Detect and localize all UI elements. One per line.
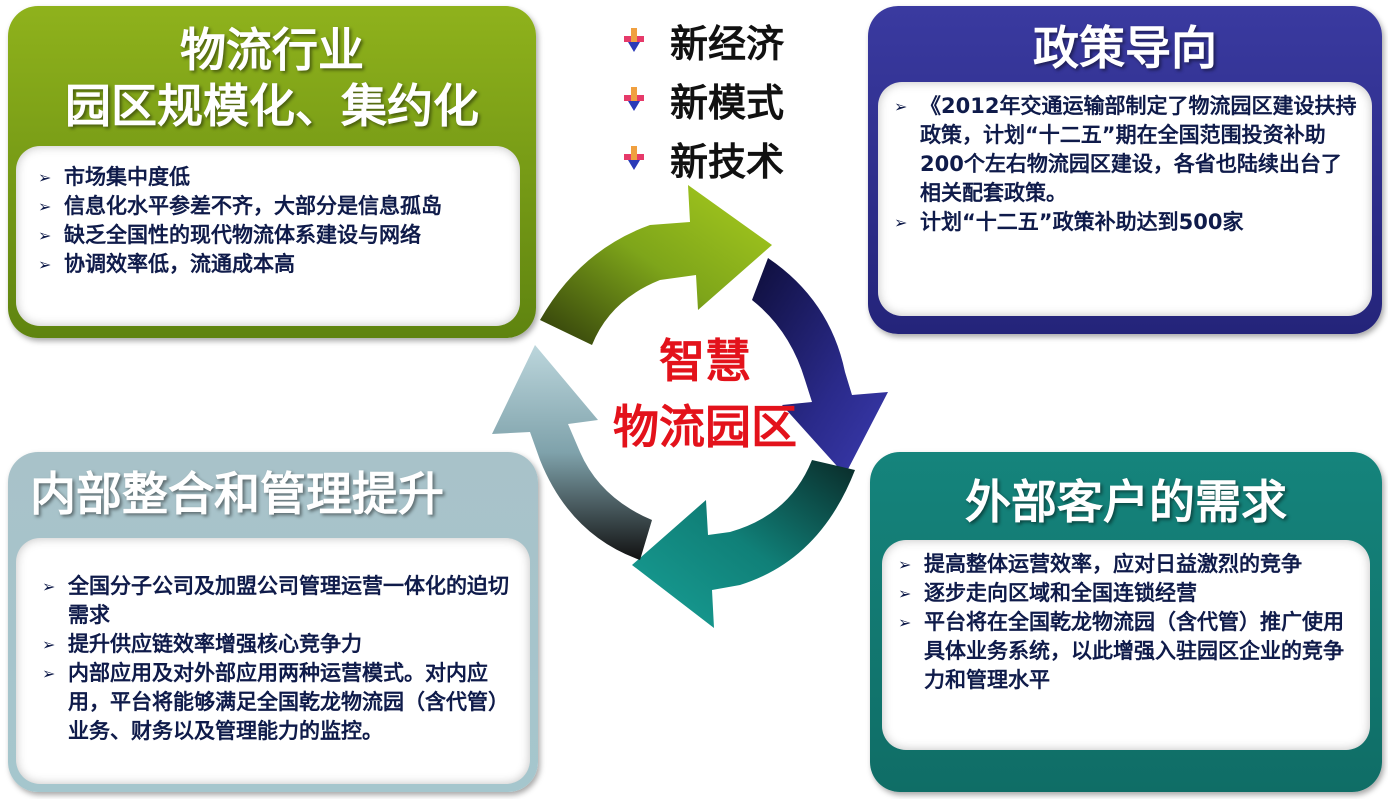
arrow-green-icon: [540, 185, 772, 345]
panel-content: ➢市场集中度低 ➢信息化水平参差不齐，大部分是信息孤岛 ➢缺乏全国性的现代物流体…: [16, 146, 520, 326]
panel-title-line1: 物流行业: [180, 23, 364, 77]
arrow-navy-icon: [752, 258, 888, 475]
list-item: ➢全国分子公司及加盟公司管理运营一体化的迫切需求: [42, 574, 509, 627]
panel-customer-demand: 外部客户的需求 ➢提高整体运营效率，应对日益激烈的竞争 ➢逐步走向区域和全国连锁…: [870, 452, 1382, 792]
panel-content: ➢《2012年交通运输部制定了物流园区建设扶持政策，计划“十二五”期在全国范围投…: [878, 82, 1372, 316]
keyword-new-economy: 新经济: [620, 12, 784, 68]
panel-logistics-industry: 物流行业 园区规模化、集约化 ➢市场集中度低 ➢信息化水平参差不齐，大部分是信息…: [8, 6, 536, 338]
panel-content: ➢提高整体运营效率，应对日益激烈的竞争 ➢逐步走向区域和全国连锁经营 ➢平台将在…: [882, 540, 1370, 750]
list-item: ➢市场集中度低: [36, 163, 510, 192]
list-item: ➢协调效率低，流通成本高: [36, 250, 510, 279]
panel-title: 内部整合和管理提升: [30, 467, 444, 521]
list-item: ➢内部应用及对外部应用两种运营模式。对内应用，平台将能够满足全国乾龙物流园（含代…: [42, 661, 509, 743]
arrow-bullet-icon: ➢: [894, 97, 908, 116]
panel-policy: 政策导向 ➢《2012年交通运输部制定了物流园区建设扶持政策，计划“十二五”期在…: [868, 6, 1382, 334]
arrow-bullet-icon: ➢: [894, 213, 908, 232]
plus-arrow-icon: [624, 87, 644, 111]
list-item: ➢信息化水平参差不齐，大部分是信息孤岛: [36, 192, 510, 221]
keyword-text: 新经济: [670, 21, 785, 66]
arrow-bullet-icon: ➢: [42, 664, 56, 683]
arrow-bullet-icon: ➢: [38, 197, 52, 216]
list-item: ➢缺乏全国性的现代物流体系建设与网络: [36, 221, 510, 250]
keyword-new-model: 新模式: [620, 71, 784, 127]
list-item: ➢平台将在全国乾龙物流园（含代管）推广使用具体业务系统，以此增强入驻园区企业的竞…: [898, 610, 1344, 692]
arrow-bullet-icon: ➢: [38, 226, 52, 245]
keyword-text: 新技术: [670, 139, 785, 184]
arrow-teal-icon: [632, 460, 855, 628]
arrow-bullet-icon: ➢: [898, 613, 912, 632]
arrow-bullet-icon: ➢: [898, 584, 912, 603]
keyword-text: 新模式: [670, 80, 785, 125]
arrow-bullet-icon: ➢: [38, 255, 52, 274]
panel-content: ➢全国分子公司及加盟公司管理运营一体化的迫切需求 ➢提升供应链效率增强核心竞争力…: [16, 538, 530, 784]
list-item: ➢逐步走向区域和全国连锁经营: [896, 579, 1358, 608]
list-item: ➢《2012年交通运输部制定了物流园区建设扶持政策，计划“十二五”期在全国范围投…: [894, 94, 1357, 205]
center-label: 智慧 物流园区: [590, 328, 820, 460]
arrow-bullet-icon: ➢: [38, 168, 52, 187]
panel-title: 物流行业 园区规模化、集约化: [8, 22, 536, 134]
list-item: ➢提高整体运营效率，应对日益激烈的竞争: [896, 550, 1358, 579]
arrow-bullet-icon: ➢: [42, 635, 56, 654]
panel-title-line2: 园区规模化、集约化: [65, 79, 479, 133]
arrow-bullet-icon: ➢: [898, 555, 912, 574]
list-item: ➢提升供应链效率增强核心竞争力: [40, 630, 516, 659]
arrow-bullet-icon: ➢: [42, 577, 56, 596]
plus-arrow-icon: [624, 28, 644, 52]
center-label-line1: 智慧: [659, 334, 751, 388]
arrow-gray-icon: [492, 345, 652, 560]
plus-arrow-icon: [624, 146, 644, 170]
list-item: ➢计划“十二五”政策补助达到500家: [892, 208, 1360, 237]
panel-internal-integration: 内部整合和管理提升 ➢全国分子公司及加盟公司管理运营一体化的迫切需求 ➢提升供应…: [8, 452, 538, 792]
panel-title: 政策导向: [1033, 21, 1217, 75]
panel-title: 外部客户的需求: [965, 475, 1287, 529]
keyword-new-technology: 新技术: [620, 130, 784, 186]
center-label-line2: 物流园区: [613, 400, 797, 454]
